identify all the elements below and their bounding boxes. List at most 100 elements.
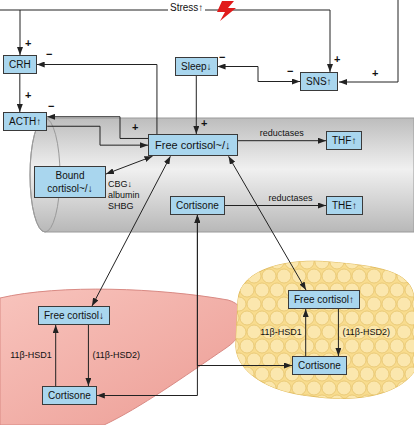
sign-label: + — [334, 54, 340, 65]
fat-cell — [390, 395, 404, 409]
fat-cell — [330, 255, 344, 269]
fat-cell — [382, 269, 396, 283]
fat-cell — [382, 353, 396, 367]
fat-cell — [345, 255, 359, 269]
fat-cell — [405, 395, 414, 409]
fat-cell — [232, 381, 246, 395]
fat-cell — [330, 395, 344, 409]
connector-arrow — [197, 215, 292, 366]
lightning-bolt — [217, 1, 236, 21]
fat-cell — [270, 367, 284, 381]
fat-cell — [360, 395, 374, 409]
fat-cell — [300, 311, 314, 325]
fat-cell — [382, 297, 396, 311]
connector-arrow — [305, 309, 306, 356]
fat-cell — [405, 311, 414, 325]
box-text: THF↑ — [332, 134, 356, 147]
fat-cell — [367, 297, 381, 311]
fat-cell — [330, 339, 344, 353]
connector-arrow — [19, 74, 20, 112]
box-text: Free cortisol~/↓ — [155, 138, 231, 152]
fat-cell — [367, 381, 381, 395]
box-text: Sleep↓ — [181, 60, 212, 73]
fat-cell — [255, 367, 269, 381]
fat-cell — [285, 339, 299, 353]
hormone-box: Cortisone — [170, 196, 225, 215]
box-text: Bound cortisol~/↓ — [40, 169, 100, 195]
fat-cell — [277, 353, 291, 367]
fat-cell — [315, 395, 329, 409]
sign-label: − — [46, 49, 52, 60]
fat-cell — [322, 381, 336, 395]
fat-cell — [247, 269, 261, 283]
box-text: Free cortisol↓ — [44, 309, 104, 322]
fat-cell — [307, 325, 321, 339]
fat-cell — [330, 311, 344, 325]
enzyme-label: reductases — [260, 128, 304, 139]
fat-cell — [352, 353, 366, 367]
sign-label: + — [132, 122, 138, 133]
fat-cell — [345, 367, 359, 381]
fat-cell — [412, 325, 414, 339]
sign-label: − — [219, 52, 225, 63]
fat-cell — [367, 269, 381, 283]
fat-cell — [270, 311, 284, 325]
fat-cell — [307, 381, 321, 395]
state-box: Sleep↓ — [175, 57, 218, 76]
fat-cell — [292, 381, 306, 395]
fat-cell — [255, 311, 269, 325]
fat-cell — [367, 353, 381, 367]
fat-cell — [262, 381, 276, 395]
fat-cell — [262, 269, 276, 283]
fat-cell — [405, 255, 414, 269]
sign-label: + — [201, 118, 207, 129]
enzyme-label: 11β-HSD1 — [260, 327, 302, 338]
connector-arrow — [47, 117, 148, 139]
fat-cell — [247, 353, 261, 367]
fat-cell — [225, 395, 239, 409]
liver — [0, 289, 244, 425]
fat-cell — [277, 269, 291, 283]
fat-cell — [270, 283, 284, 297]
fat-cell — [360, 283, 374, 297]
fat-cell — [247, 297, 261, 311]
fat-cell — [315, 255, 329, 269]
stress-line — [330, 10, 331, 72]
fat-cell — [345, 395, 359, 409]
fat-cell — [397, 269, 411, 283]
fat-cell — [390, 255, 404, 269]
fat-cell — [300, 255, 314, 269]
fat-cell — [285, 395, 299, 409]
fat-cell — [337, 381, 351, 395]
fat-cell — [240, 311, 254, 325]
hormone-box: Free cortisol~/↓ — [148, 134, 238, 156]
fat-cell — [315, 311, 329, 325]
fat-cell — [397, 297, 411, 311]
fat-cell — [240, 339, 254, 353]
hormone-box: Free cortisol↓ — [38, 306, 110, 325]
fat-cell — [322, 269, 336, 283]
fat-cell — [225, 367, 239, 381]
hormone-box: ACTH↑ — [3, 112, 47, 131]
sign-label: + — [25, 38, 31, 49]
connector-arrow — [338, 309, 339, 356]
enzyme-label: (11β-HSD2) — [342, 327, 390, 338]
fat-cell — [315, 339, 329, 353]
fat-cell — [225, 255, 239, 269]
fat-cell — [255, 283, 269, 297]
fat-cell — [255, 395, 269, 409]
hormone-box: CRH — [3, 55, 37, 74]
fat-cell — [375, 255, 389, 269]
fat-cell — [337, 269, 351, 283]
fat-cell — [240, 367, 254, 381]
hormone-box: Cortisone — [292, 356, 347, 375]
stress-line — [20, 10, 21, 55]
box-text: ACTH↑ — [9, 115, 41, 128]
fat-cell — [360, 311, 374, 325]
stress-line — [0, 10, 330, 11]
connector-arrow — [97, 215, 198, 396]
fat-cell — [397, 353, 411, 367]
fat-cell — [397, 325, 411, 339]
blood-vessel — [30, 118, 414, 232]
fat-cell — [412, 353, 414, 367]
